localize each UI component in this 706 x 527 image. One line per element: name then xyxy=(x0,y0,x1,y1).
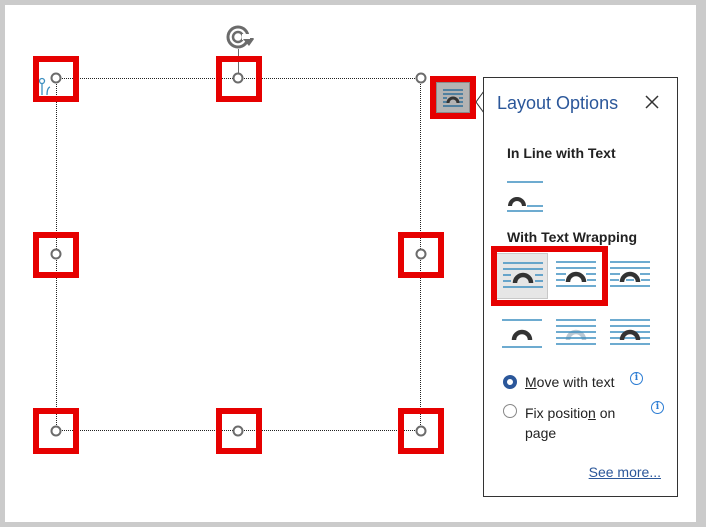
wrap-option-top-and-bottom[interactable] xyxy=(496,311,548,357)
layout-options-button[interactable] xyxy=(430,76,476,119)
info-icon[interactable]: i xyxy=(651,401,664,414)
wrap-option-through[interactable] xyxy=(604,253,656,299)
see-more-link[interactable]: See more... xyxy=(588,464,661,480)
radio-fix-position[interactable]: Fix position on page xyxy=(503,403,615,443)
radio-move-with-text[interactable]: Move with text xyxy=(503,374,615,390)
wrap-tight-icon xyxy=(556,261,596,287)
resize-handle-bottom-right[interactable] xyxy=(415,425,427,437)
close-button[interactable] xyxy=(642,92,662,112)
resize-handle-bottom[interactable] xyxy=(232,425,244,437)
wrap-option-behind-text[interactable] xyxy=(550,311,602,357)
wrap-option-tight[interactable] xyxy=(550,253,602,299)
move-with-text-label: Move with text xyxy=(525,374,615,390)
layout-options-panel: Layout Options In Line with Text With Te… xyxy=(483,77,678,497)
info-icon[interactable]: i xyxy=(630,372,643,385)
resize-handle-left[interactable] xyxy=(50,248,62,260)
wrap-square-icon xyxy=(503,262,543,288)
wrap-through-icon xyxy=(610,261,650,287)
selection-frame[interactable] xyxy=(56,78,421,431)
inline-with-text-icon xyxy=(507,181,543,212)
resize-handle-right[interactable] xyxy=(415,248,427,260)
wrap-top-bottom-icon xyxy=(502,319,542,348)
wrap-option-inline[interactable] xyxy=(497,173,549,219)
rotate-handle-icon[interactable] xyxy=(224,22,256,52)
fix-position-label: Fix position on page xyxy=(525,405,616,441)
rotate-stem xyxy=(238,49,239,73)
radio-button-checked[interactable] xyxy=(503,375,517,389)
radio-button-unchecked[interactable] xyxy=(503,404,517,418)
resize-handle-top-left[interactable] xyxy=(50,72,62,84)
wrapping-section-heading: With Text Wrapping xyxy=(507,229,638,245)
close-icon xyxy=(645,95,659,109)
wrap-option-square[interactable] xyxy=(496,253,548,299)
resize-handle-top-right[interactable] xyxy=(415,72,427,84)
inline-section-heading: In Line with Text xyxy=(507,145,616,161)
anchor-icon xyxy=(38,76,54,96)
wrap-in-front-icon xyxy=(610,319,650,345)
wrap-behind-text-icon xyxy=(556,319,596,345)
layout-options-icon xyxy=(436,82,470,113)
resize-handle-top[interactable] xyxy=(232,72,244,84)
panel-title: Layout Options xyxy=(497,93,619,113)
resize-handle-bottom-left[interactable] xyxy=(50,425,62,437)
wrap-option-in-front-of-text[interactable] xyxy=(604,311,656,357)
